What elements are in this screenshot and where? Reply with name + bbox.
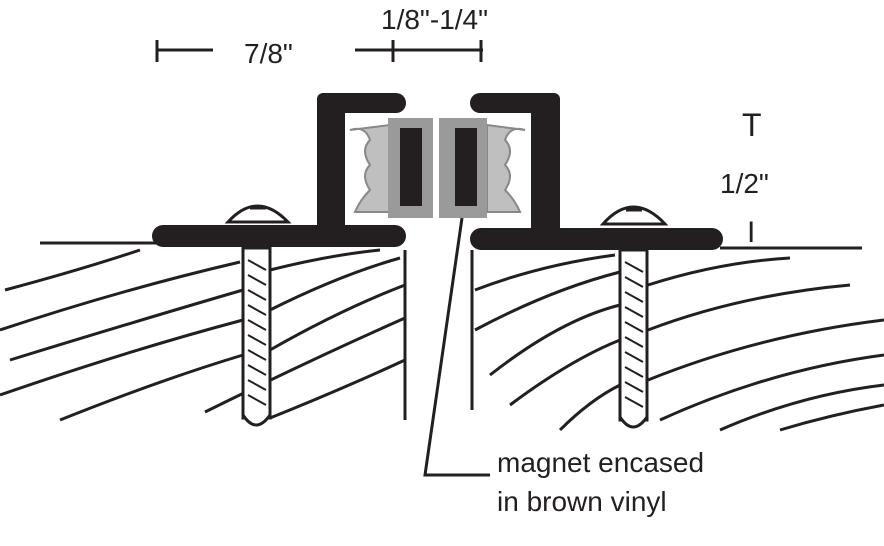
right-profile (470, 93, 723, 250)
callout-line-2: in brown vinyl (497, 486, 667, 517)
dimension-lines (155, 40, 490, 477)
magnet-assembly (349, 118, 526, 218)
wood-grain-right (470, 246, 884, 432)
right-screw (599, 205, 669, 429)
height-top-mark: T (742, 107, 762, 143)
height-bottom-mark: I (747, 216, 755, 249)
gap-dimension-label: 1/8"-1/4" (381, 4, 488, 35)
height-dimension-label: 1/2" (720, 168, 769, 199)
left-profile (152, 93, 406, 247)
left-screw (224, 204, 292, 427)
width-dimension-label: 7/8" (244, 38, 293, 69)
callout-line-1: magnet encased (497, 447, 704, 478)
wood-grain-left (0, 241, 407, 422)
